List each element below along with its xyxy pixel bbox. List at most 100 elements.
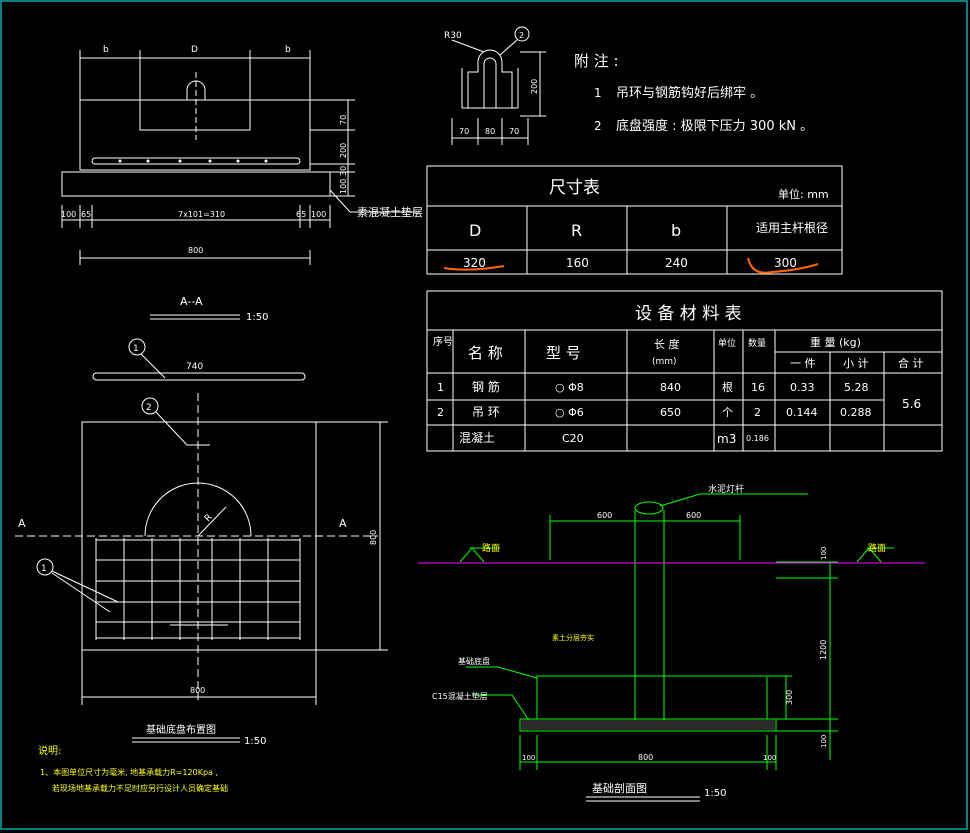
section-view [459,493,894,770]
material-title: 设 备 材 料 表 [635,304,742,324]
notes-left-line2: 若现场地基承载力不足时应另行设计人员确定基础 [52,783,228,793]
mat-row2-length: 650 [660,406,681,419]
mat-row1-subtotal: 5.28 [844,381,869,394]
marker-2: 2 [146,403,152,413]
bottom-width-dim: 800 [638,753,653,762]
mat-header-each: 一 件 [790,357,816,370]
cushion-label: 素混凝土垫层 [357,205,423,219]
hook-height: 200 [530,79,539,94]
mat-row1-length: 840 [660,381,681,394]
notes-right-num2: 2 [594,119,602,133]
base-height-dim: 300 [785,690,794,705]
hook-marker: 2 [519,31,524,40]
mat-row2-model: ○ Φ6 [555,406,584,419]
elevation-view [61,50,420,320]
mat-row1-index: 1 [437,381,444,394]
size-header-d: D [469,221,481,240]
right-dim-200: 200 [339,143,348,158]
bottom-right-dim: 100 [763,754,776,762]
hook-dim-70a: 70 [459,127,469,136]
notes-left-title: 说明: [38,744,61,757]
backfill-label: 素土分层夯实 [552,633,594,642]
mat-header-index: 序号 [433,335,453,348]
size-header-b: b [671,221,681,240]
mat-row3-model: C20 [562,432,584,445]
bottom-dim-100b: 100 [311,210,326,219]
bottom-dim-65a: 65 [81,210,91,219]
plan-view [15,338,388,743]
mat-row1-model: ○ Φ8 [555,381,584,394]
sect-right-dim: 600 [686,511,701,520]
right-dim-30: 30 [339,166,348,176]
top-dim-d: D [191,45,198,55]
mat-header-name: 名 称 [468,344,503,362]
pole-label: 水泥灯杆 [708,483,744,495]
mat-header-unit: 单位 [718,337,736,349]
section-scale: 1:50 [246,312,268,323]
size-table-unit: 单位: mm [778,187,829,201]
mat-row1-name: 钢 筋 [472,379,500,394]
ground-right-label: 路面 [868,542,886,554]
highlight-320 [443,265,505,271]
right-dim-70: 70 [339,115,348,125]
bottom-dim-span: 7x101=310 [178,210,225,219]
top-dim-b1: b [103,45,109,55]
mat-row2-subtotal: 0.288 [840,406,872,419]
mat-row2-unit: 个 [722,406,733,419]
section-view-scale: 1:50 [704,788,726,799]
size-table-title: 尺寸表 [549,178,600,198]
sect-left-dim: 600 [597,511,612,520]
section-title: A--A [180,295,203,308]
mat-header-length-unit: (mm) [652,357,677,367]
section-a-left: A [18,517,26,530]
size-table [426,165,843,275]
hook-r-label: R30 [444,31,462,41]
size-value-b: 240 [665,256,688,270]
radius-label: R [203,513,215,525]
mat-header-total: 合 计 [898,356,924,370]
mat-row1-unit: 根 [722,380,733,394]
hook-dim-70b: 70 [509,127,519,136]
rebar-length: 740 [186,362,203,372]
size-header-pole: 适用主杆根径 [756,221,828,235]
hook-dim-80: 80 [485,127,495,136]
rebar-dots [118,159,268,163]
size-value-pole: 300 [774,256,797,270]
mat-row3-name: 混凝土 [459,430,495,445]
section-view-title: 基础剖面图 [592,781,647,795]
highlight-300 [747,257,819,274]
mat-row2-name: 吊 环 [472,405,500,419]
bottom-dim-100a: 100 [61,210,76,219]
notes-right-title: 附 注 : [574,52,619,70]
marker-1b: 1 [41,564,47,574]
ground-left-label: 路面 [482,542,500,554]
mat-row2-index: 2 [437,406,444,419]
notes-left-line1: 1、本图单位尺寸为毫米, 地基承载力R=120Kpa , [40,767,218,777]
notes-right-num1: 1 [594,86,602,100]
base-label: 基础底盘 [458,656,490,666]
cushion-label-sect: C15混凝土垫层 [432,691,488,701]
mat-header-qty: 数量 [748,337,766,349]
mat-row1-each: 0.33 [790,381,815,394]
plan-scale: 1:50 [244,736,266,747]
total-width: 800 [188,246,203,255]
bottom-left-dim: 100 [522,754,535,762]
size-value-d: 320 [463,256,486,270]
top-dim-b2: b [285,45,291,55]
plan-width-dim: 800 [190,686,205,695]
hook-detail [451,26,546,145]
mat-header-subtotal: 小 计 [843,357,869,370]
right-dim-100: 100 [339,179,348,194]
size-value-r: 160 [566,256,589,270]
mat-header-length: 长 度 [654,337,680,351]
cushion-height-dim: 100 [820,735,828,748]
sect-top-dim: 100 [820,547,828,560]
mat-row2-qty: 2 [754,406,761,419]
marker-1: 1 [133,344,139,354]
notes-right-line1: 吊环与钢筋钩好后绑牢 。 [616,85,763,101]
section-a-right: A [339,517,347,530]
mat-row2-each: 0.144 [786,406,818,419]
mat-header-weight: 重 量 (kg) [810,335,861,349]
